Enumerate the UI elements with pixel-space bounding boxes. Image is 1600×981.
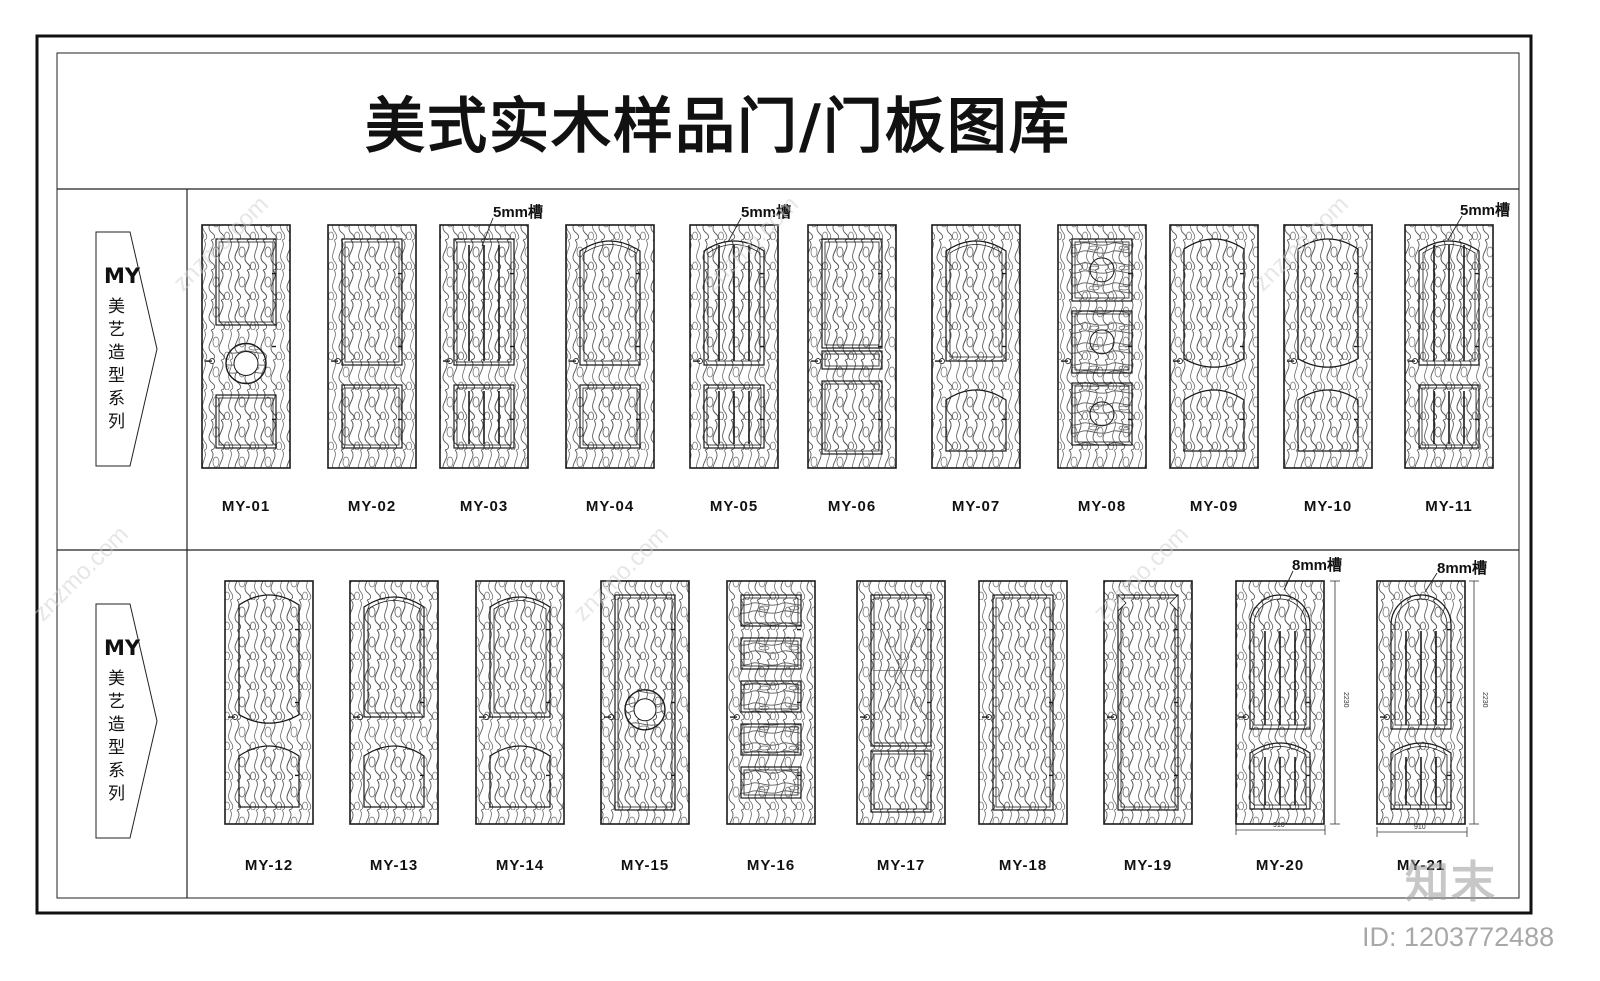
groove-note: 5mm槽 [741, 204, 792, 221]
groove-note: 5mm槽 [493, 204, 544, 221]
door-label: MY-14 [495, 857, 545, 874]
groove-note: 5mm槽 [1460, 202, 1511, 219]
door-label: MY-04 [585, 498, 635, 515]
door-my-16 [726, 580, 816, 825]
doors-layer [201, 224, 1494, 825]
door-my-12 [224, 580, 314, 825]
door-label: MY-17 [876, 857, 926, 874]
dimension-width: 910 [1273, 822, 1285, 829]
door-label: MY-06 [827, 498, 877, 515]
door-my-18 [978, 580, 1068, 825]
door-label: MY-12 [244, 857, 294, 874]
door-my-13 [349, 580, 439, 825]
door-label: MY-15 [620, 857, 670, 874]
door-label: MY-05 [709, 498, 759, 515]
series-code: MY [104, 264, 141, 288]
door-label: MY-07 [951, 498, 1001, 515]
dimension-height: 2230 [1342, 692, 1349, 708]
door-my-08 [1057, 224, 1147, 469]
watermark-logo: 知末 [1405, 857, 1497, 908]
series-code: MY [104, 636, 141, 660]
door-label: MY-10 [1303, 498, 1353, 515]
door-my-20 [1235, 580, 1325, 825]
door-label: MY-20 [1255, 857, 1305, 874]
watermark-id: ID: 1203772488 [1362, 922, 1555, 952]
door-label: MY-03 [459, 498, 509, 515]
door-label: MY-13 [369, 857, 419, 874]
door-my-01 [201, 224, 291, 469]
door-label: MY-01 [221, 498, 271, 515]
groove-leaders [481, 215, 1463, 593]
door-my-11 [1404, 224, 1494, 469]
series-name: 美艺造型系列 [108, 669, 125, 804]
door-my-06 [807, 224, 897, 469]
door-my-04 [565, 224, 655, 469]
door-label: MY-21 [1396, 857, 1446, 874]
door-label: MY-19 [1123, 857, 1173, 874]
series-tag-row1: MY 美艺造型系列 [98, 236, 162, 476]
series-name: 美艺造型系列 [108, 297, 125, 432]
door-my-07 [931, 224, 1021, 469]
groove-note: 8mm槽 [1292, 557, 1343, 574]
door-my-17 [856, 580, 946, 825]
door-my-05 [689, 224, 779, 469]
door-label: MY-18 [998, 857, 1048, 874]
door-my-15 [600, 580, 690, 825]
series-tag-row2: MY 美艺造型系列 [98, 608, 162, 848]
door-my-09 [1169, 224, 1259, 469]
door-label: MY-16 [746, 857, 796, 874]
door-label: MY-11 [1425, 498, 1473, 515]
door-my-03 [439, 224, 529, 469]
door-my-19 [1103, 580, 1193, 825]
door-my-10 [1283, 224, 1373, 469]
dimension-width: 910 [1414, 824, 1426, 831]
door-label: MY-08 [1077, 498, 1127, 515]
door-my-21 [1376, 580, 1466, 825]
page-title: 美式实木样品门/门板图库 [365, 92, 1071, 162]
dimension-lines [1235, 580, 1479, 837]
door-label: MY-09 [1189, 498, 1239, 515]
door-my-14 [475, 580, 565, 825]
door-label: MY-02 [347, 498, 397, 515]
door-my-02 [327, 224, 417, 469]
dimension-height: 2230 [1481, 692, 1488, 708]
groove-note: 8mm槽 [1437, 560, 1488, 577]
